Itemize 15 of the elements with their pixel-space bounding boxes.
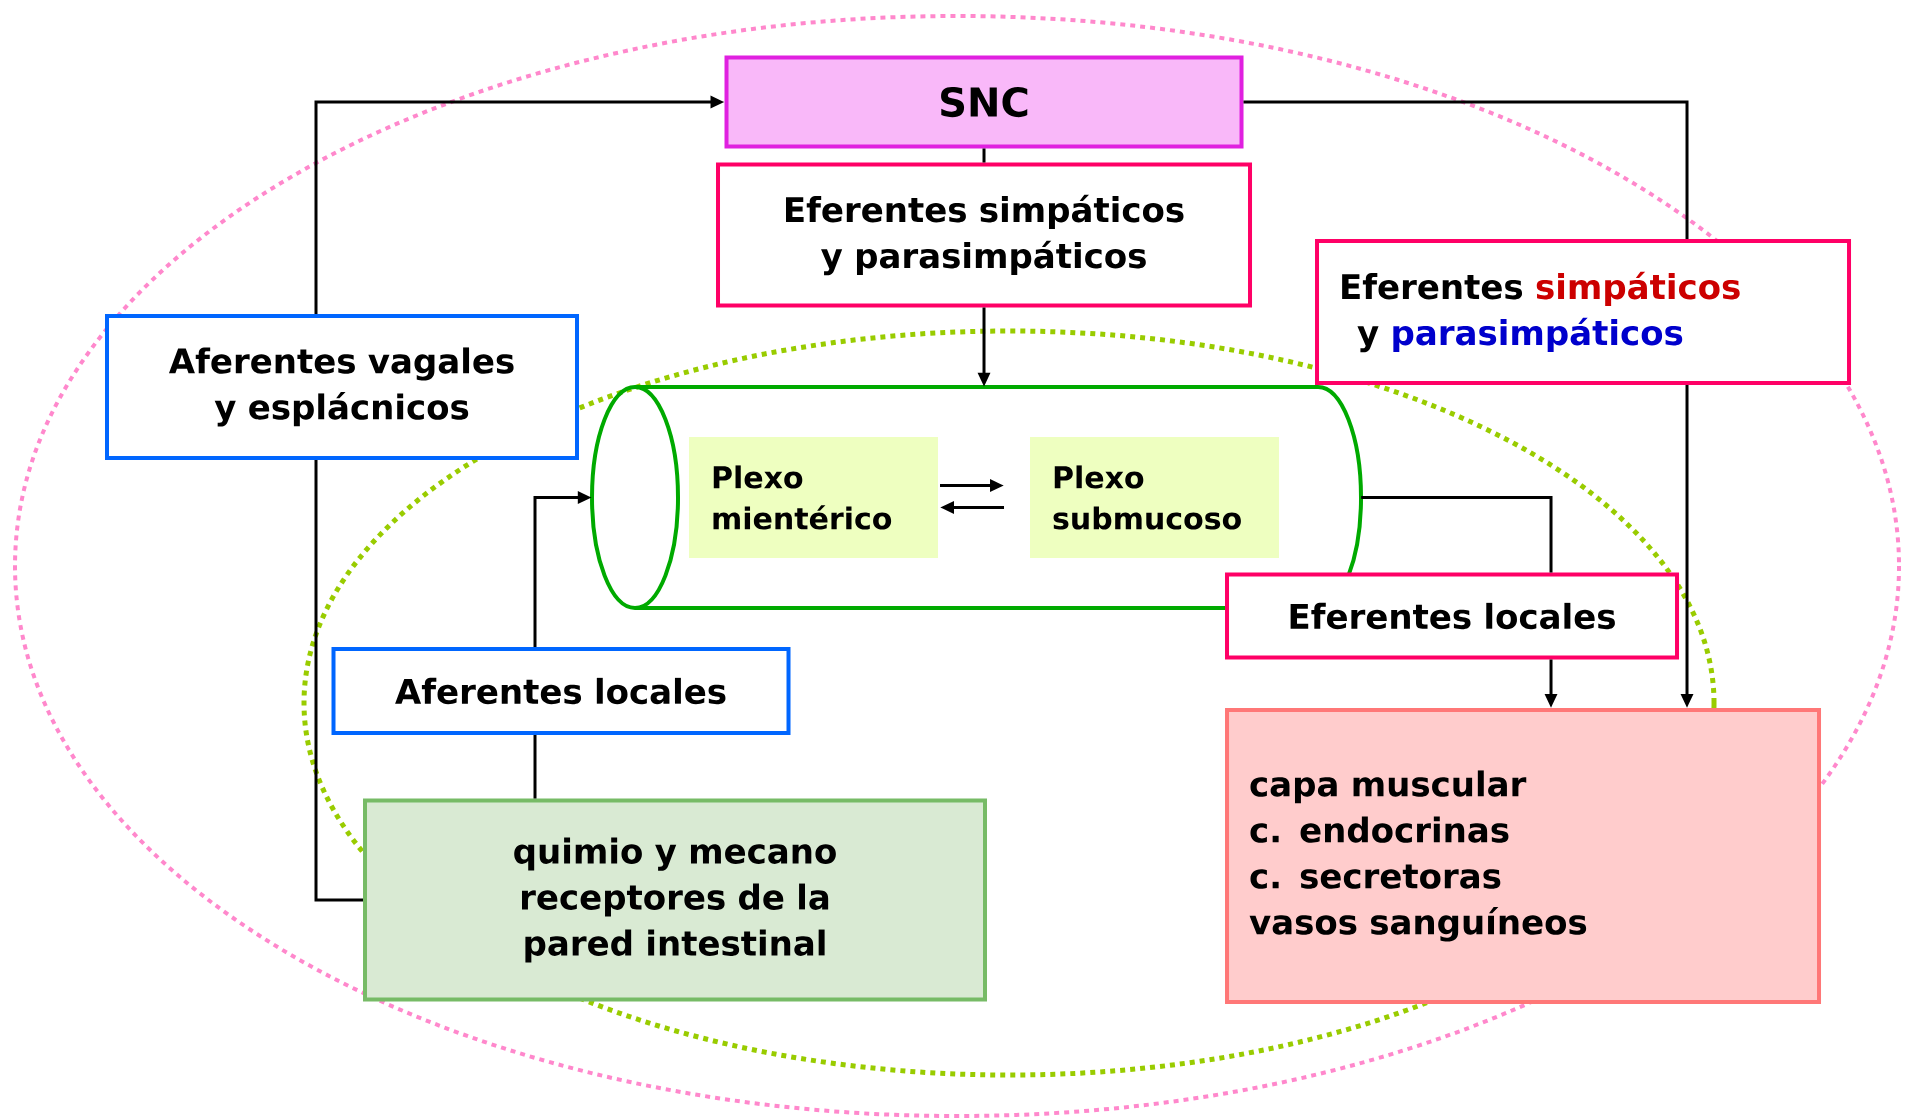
plexus-box: Plexo mientérico: [689, 437, 938, 558]
label-box: Aferentes locales: [331, 647, 791, 735]
connector-line: [1243, 100, 1689, 239]
receptor-box: quimio y mecano receptores de la pared intestinal: [363, 798, 987, 1002]
label-box: Eferentes simpáticos y parasimpáticos: [716, 162, 1252, 308]
connector-line: [982, 148, 986, 163]
label-box: Eferentes simpáticos y parasimpáticos: [1315, 239, 1851, 385]
effector-box: capa muscular c. endocrinas c. secretoras vasos sanguíneos: [1225, 708, 1821, 1004]
connector-line: [533, 735, 537, 799]
connector-line: [314, 460, 363, 902]
label-box: Eferentes locales: [1225, 572, 1679, 660]
plexus-box: Plexo submucoso: [1030, 437, 1279, 558]
label-box: Aferentes vagales y esplácnicos: [105, 314, 579, 460]
header-box: SNC: [724, 55, 1244, 149]
connector-line: [1361, 496, 1553, 573]
